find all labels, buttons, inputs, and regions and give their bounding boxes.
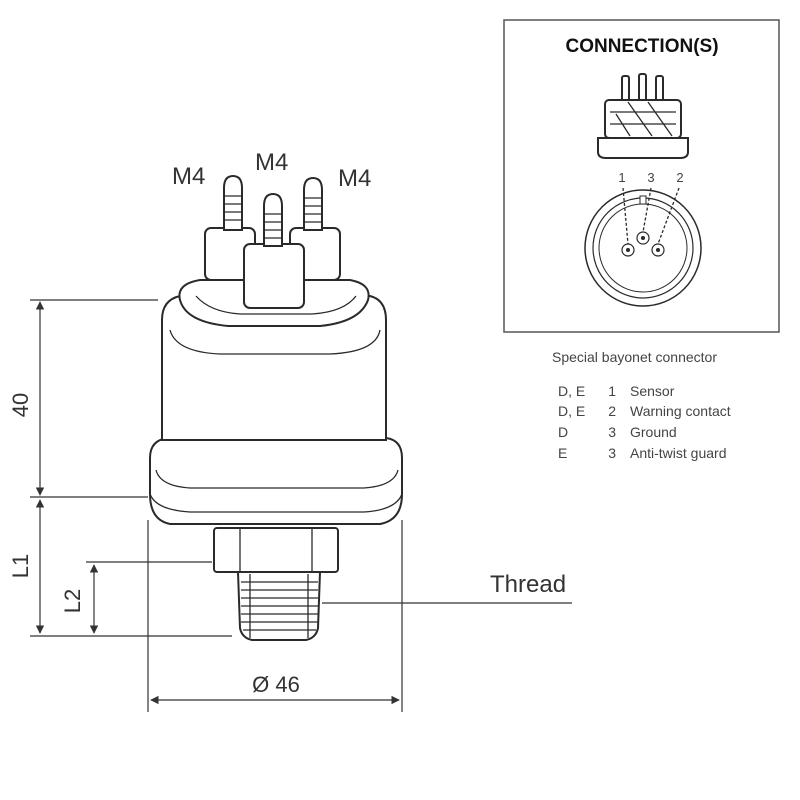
lower-flange — [149, 437, 403, 525]
legend-code: D, E — [558, 403, 585, 419]
legend-pin: 1 — [608, 383, 616, 399]
legend-row: D, E 1 Sensor — [558, 383, 675, 399]
connector-caption: Special bayonet connector — [552, 349, 717, 365]
dimension-height-label: 40 — [8, 393, 33, 417]
legend-desc: Ground — [630, 424, 677, 440]
legend-code: D — [558, 424, 568, 440]
legend-row: E 3 Anti-twist guard — [558, 445, 726, 461]
connector-side-view — [597, 73, 689, 159]
pin-number-2: 2 — [676, 170, 683, 185]
dimension-height — [30, 299, 158, 498]
dimension-diameter-label: Ø 46 — [252, 672, 300, 697]
legend-code: E — [558, 445, 567, 461]
terminal-label-center: M4 — [255, 149, 288, 176]
pin-number-3: 3 — [647, 170, 654, 185]
thread-section — [236, 571, 322, 641]
dimension-diameter — [147, 520, 403, 712]
terminal-stud-center — [263, 192, 283, 247]
legend-pin: 3 — [608, 445, 616, 461]
main-housing — [161, 295, 387, 441]
sensor-outline — [149, 174, 403, 641]
legend-desc: Anti-twist guard — [630, 445, 726, 461]
legend-pin: 2 — [608, 403, 616, 419]
connection-title: CONNECTION(S) — [565, 36, 718, 57]
legend-row: D, E 2 Warning contact — [558, 403, 731, 419]
legend-desc: Sensor — [630, 383, 675, 399]
dimension-l1-label: L1 — [8, 554, 33, 578]
dimension-l1 — [30, 499, 232, 637]
pin-number-1: 1 — [618, 170, 625, 185]
legend-code: D, E — [558, 383, 585, 399]
terminal-stud-right — [303, 176, 323, 231]
legend-row: D 3 Ground — [558, 424, 677, 440]
connection-legend: D, E 1 Sensor D, E 2 Warning contact D 3… — [558, 383, 731, 461]
terminal-label-left: M4 — [172, 163, 205, 190]
thread-label: Thread — [490, 571, 566, 598]
hex-nut — [213, 527, 339, 573]
connector-face-view — [584, 187, 702, 307]
legend-desc: Warning contact — [630, 403, 731, 419]
dimension-l2-label: L2 — [60, 589, 85, 613]
terminal-stud-left — [223, 174, 243, 231]
terminal-label-right: M4 — [338, 165, 371, 192]
legend-pin: 3 — [608, 424, 616, 440]
dimension-l2 — [86, 561, 212, 634]
